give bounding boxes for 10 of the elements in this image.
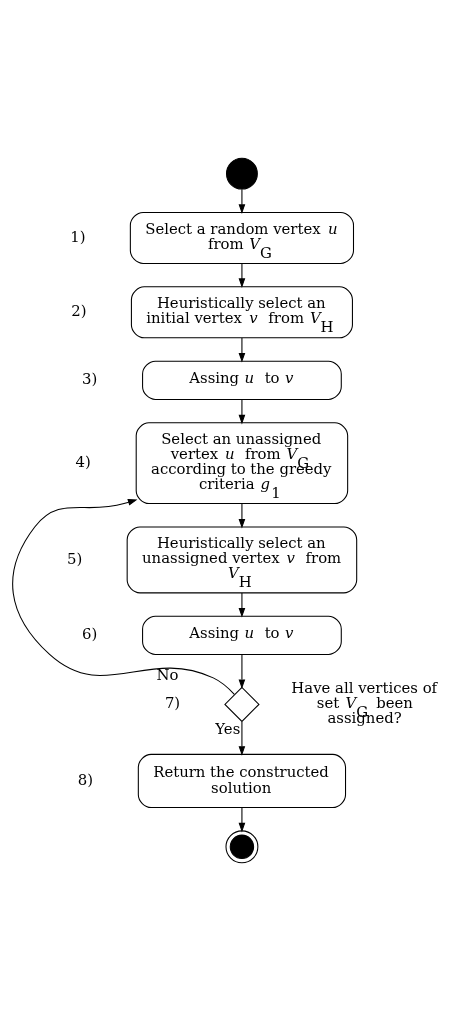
node-label: 3) <box>82 369 98 388</box>
edge-label: Yes <box>215 719 241 738</box>
edge-label: No <box>156 665 179 684</box>
node-label: 2) <box>71 301 87 320</box>
node-label: 6) <box>82 624 98 643</box>
node-label: 1) <box>70 227 86 246</box>
node-label: 4) <box>75 452 91 471</box>
node-label: 5) <box>67 549 83 568</box>
node-label: 8) <box>77 770 94 789</box>
node-label: 7) <box>164 693 181 712</box>
